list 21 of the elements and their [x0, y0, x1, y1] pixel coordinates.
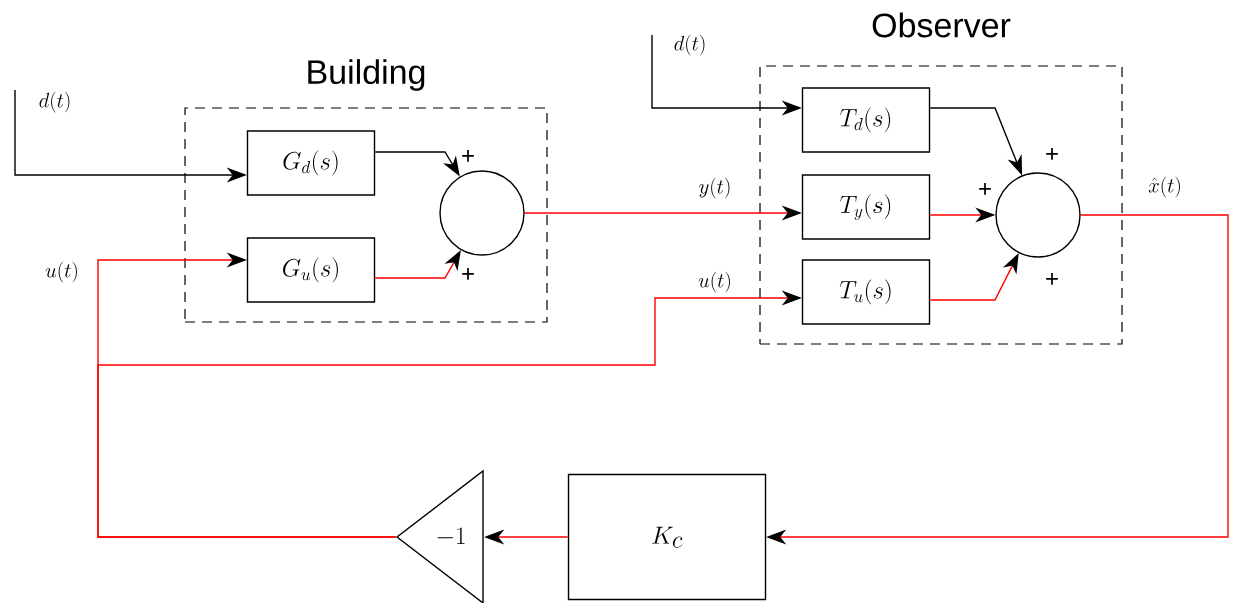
edge-label: $\hat{x}(t)$ [1147, 175, 1183, 199]
plus-sign: + [979, 183, 991, 195]
block-box: $K_c$ [567, 473, 767, 601]
block-box: $T_u(s)$ [801, 259, 931, 325]
plus-sign: + [1046, 148, 1058, 160]
plus-sign: + [462, 268, 474, 280]
summing-junction [995, 172, 1081, 258]
block-box: $T_y(s)$ [801, 174, 931, 240]
block-box: $T_d(s)$ [801, 87, 931, 153]
block-box: $G_u(s)$ [246, 237, 376, 303]
edge-label: $u(t)$ [697, 270, 733, 294]
edge-label: $u(t)$ [44, 260, 80, 284]
plus-sign: + [462, 150, 474, 162]
block-box: $G_d(s)$ [246, 130, 376, 196]
node-label: Observer [872, 12, 1011, 38]
plus-sign: + [1046, 273, 1058, 285]
node-label: Building [308, 59, 425, 91]
edge-label: $d(t)$ [672, 33, 708, 57]
edge-label: $d(t)$ [37, 90, 73, 114]
edge-label: $y(t)$ [697, 176, 733, 200]
summing-junction [439, 170, 525, 256]
